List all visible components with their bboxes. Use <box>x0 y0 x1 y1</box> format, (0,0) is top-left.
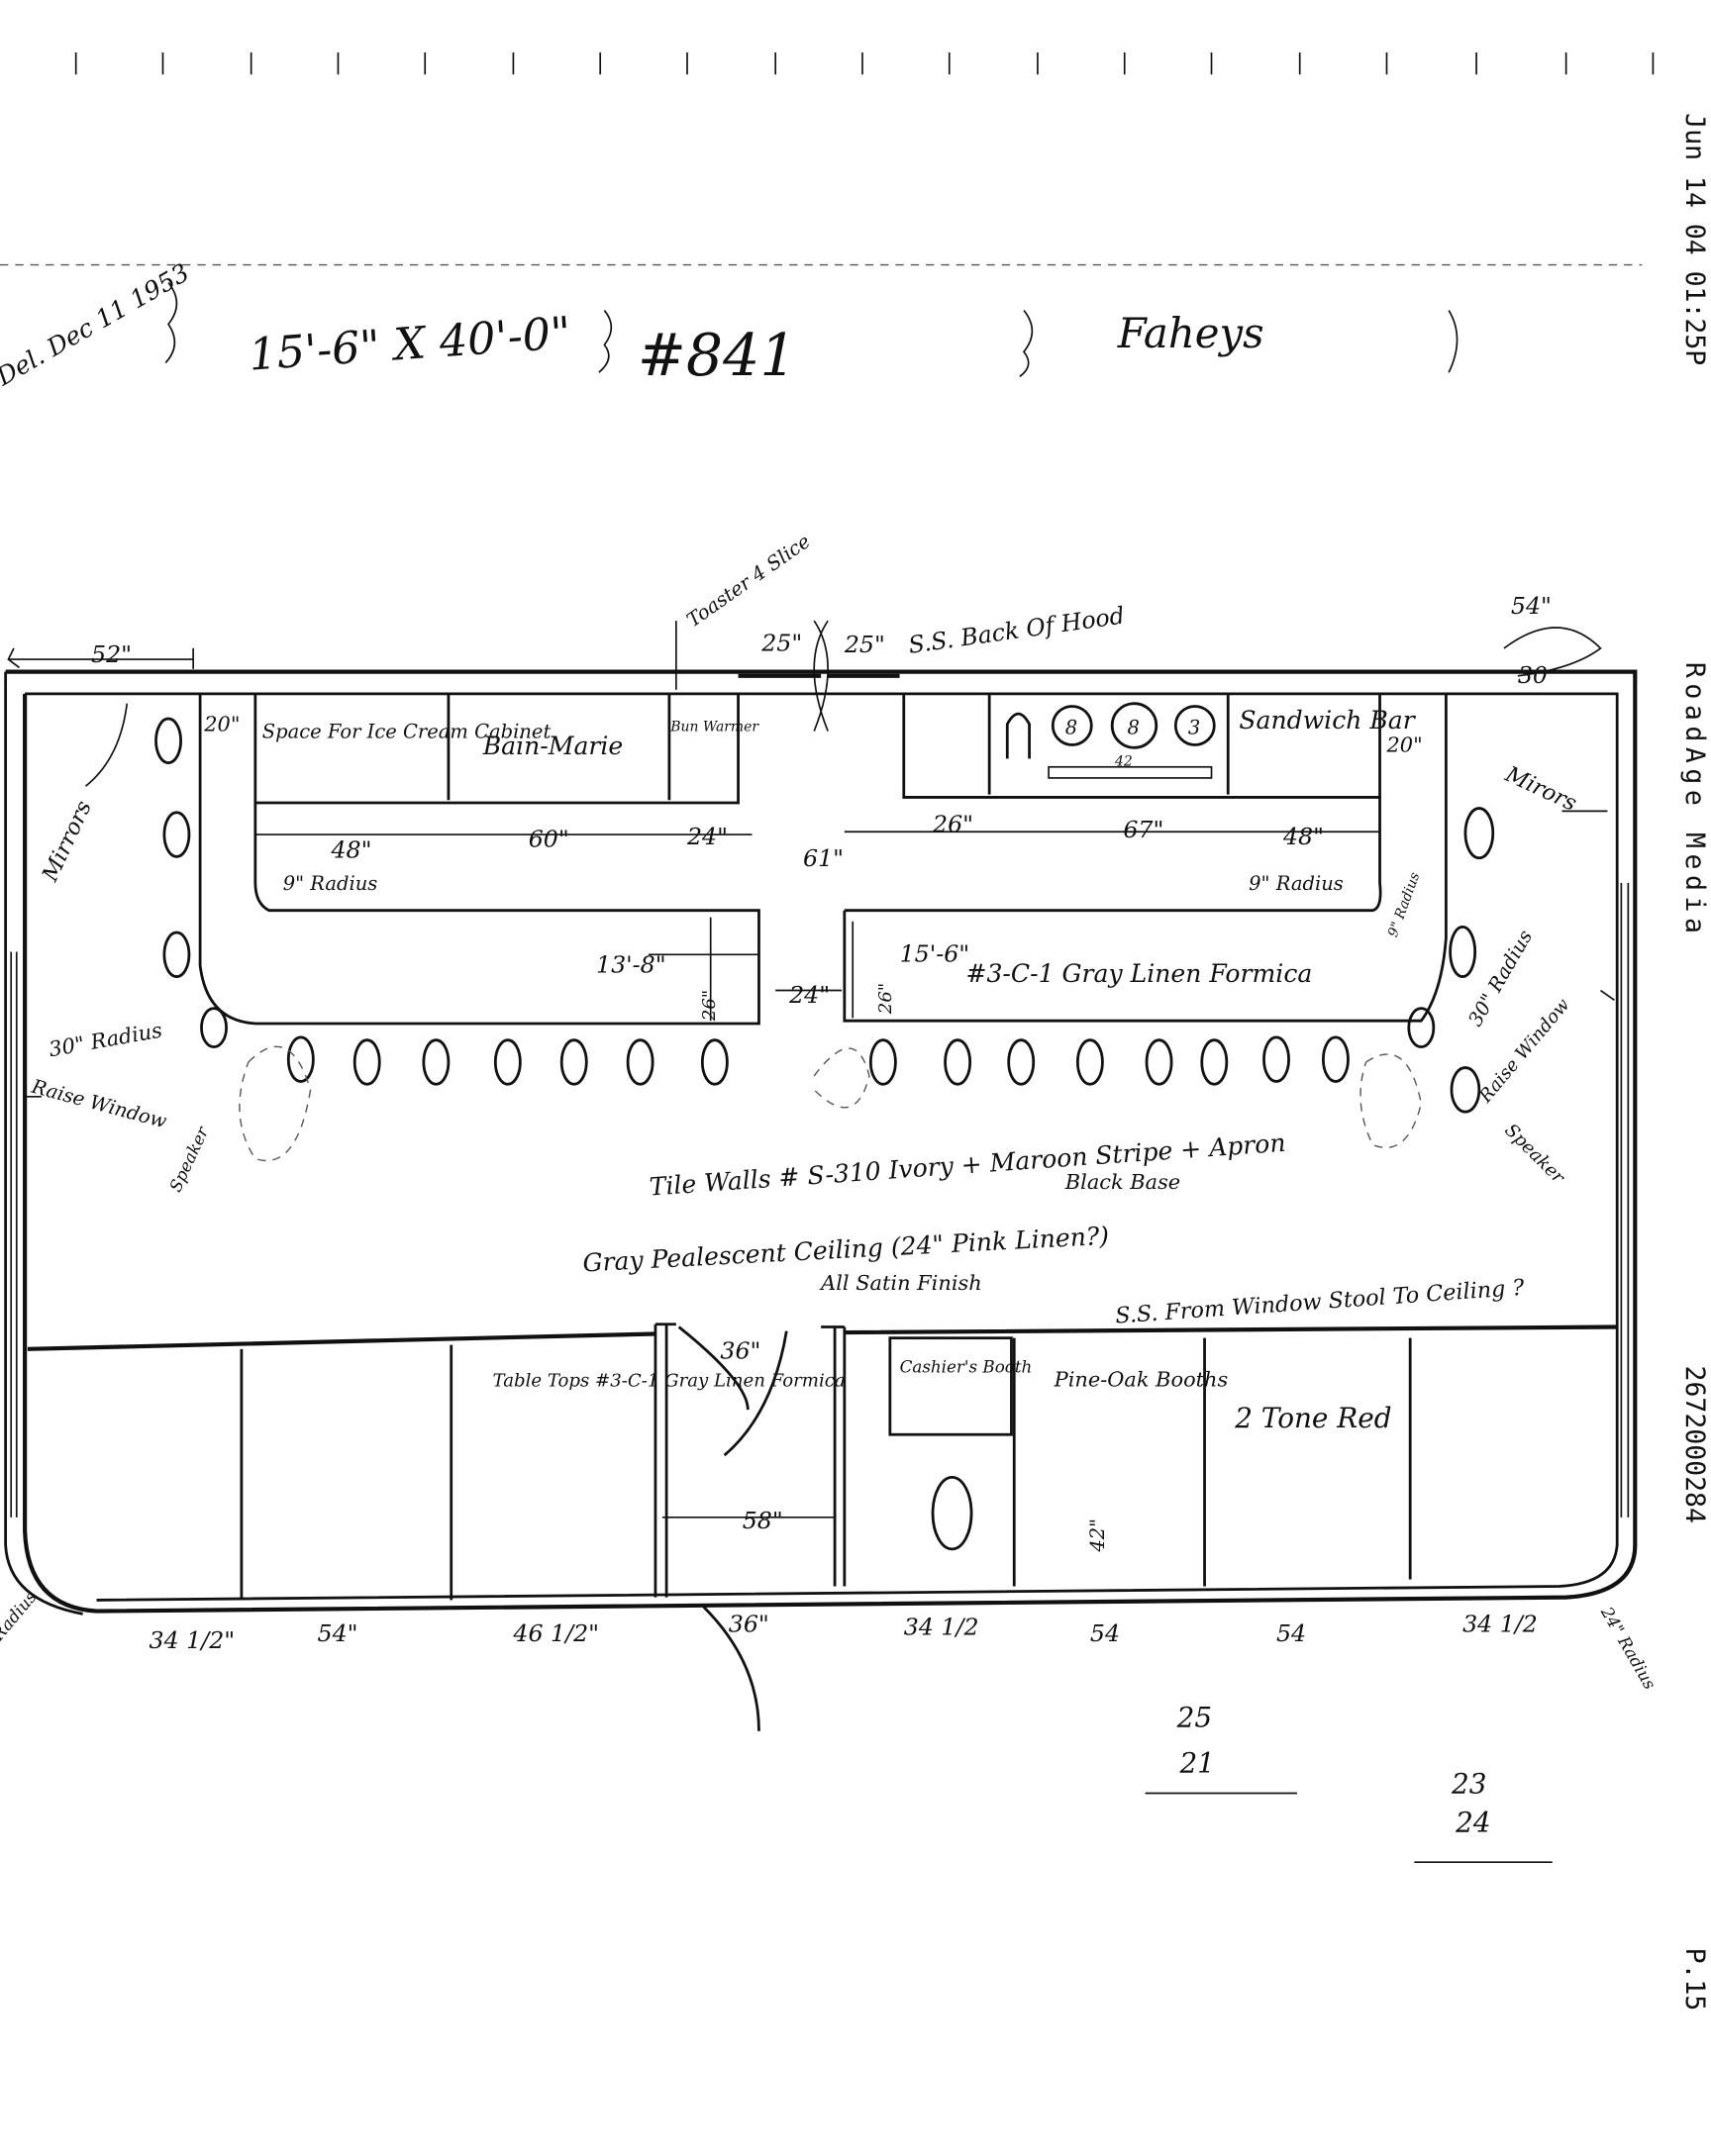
building-outline <box>4 627 1638 1616</box>
label-radius-9-left: 9" Radius <box>283 872 378 895</box>
label-table-tops: Table Tops #3-C-1 Gray Linen Formica <box>493 1370 846 1391</box>
bottom-dim: 36" <box>729 1610 769 1637</box>
label-58: 58" <box>743 1507 783 1534</box>
label-bun-warmer: Bun Warmer <box>669 720 759 735</box>
stool <box>1407 1007 1436 1049</box>
label-tile-walls: Tile Walls # S-310 Ivory + Maroon Stripe… <box>649 1128 1287 1202</box>
back-counter <box>198 693 1448 1026</box>
label-20-left: 20" <box>203 713 240 736</box>
label-door-36: 36" <box>720 1337 760 1365</box>
stool <box>162 931 191 978</box>
label-30: 30 <box>1518 661 1548 689</box>
label-cashier: Cashier's Booth <box>900 1357 1033 1377</box>
title-dimensions: 15'-6" X 40'-0" <box>247 307 572 381</box>
label-52: 52" <box>91 640 132 668</box>
label-counter-left-len: 13'-8" <box>596 950 666 978</box>
label-formica: #3-C-1 Gray Linen Formica <box>965 959 1312 988</box>
label-67: 67" <box>1123 816 1163 843</box>
stool <box>154 717 182 764</box>
label-booths: Pine-Oak Booths <box>1054 1367 1229 1391</box>
label-54: 54" <box>1511 592 1552 620</box>
label-25a: 25" <box>760 630 802 657</box>
bottom-dim: 54 <box>1276 1619 1306 1647</box>
bottom-dim: 54" <box>318 1619 358 1647</box>
label-ice-cream: Space For Ice Cream Cabinet <box>262 721 552 743</box>
label-24-top: 24" <box>686 823 728 850</box>
bottom-dimensions: 34 1/2" 54" 46 1/2" 36" 34 1/2 54 54 34 … <box>150 1610 1538 1654</box>
label-48-left: 48" <box>330 836 371 864</box>
label-radius-30-left: 30" Radius <box>47 1019 163 1062</box>
stools <box>154 717 1495 1551</box>
label-two-tone: 2 Tone Red <box>1234 1402 1391 1434</box>
top-tick-marks <box>74 51 1655 75</box>
title-date: Del. Dec 11 1953 <box>0 257 194 391</box>
label-black-base: Black Base <box>1064 1170 1180 1194</box>
label-ss-window: S.S. From Window Stool To Ceiling ? <box>1115 1275 1527 1329</box>
title-name: Faheys <box>1117 309 1264 357</box>
margin-notes: 25 21 23 24 <box>1145 1702 1553 1864</box>
label-radius-bl: Radius <box>0 1587 41 1645</box>
stool <box>1463 807 1495 860</box>
stool <box>200 1007 228 1049</box>
label-60: 60" <box>529 826 569 853</box>
label-grill-42: 42 <box>1114 753 1133 769</box>
note-23: 23 <box>1451 1768 1486 1801</box>
label-grill-8b: 8 <box>1128 716 1140 738</box>
bottom-dim: 34 1/2" <box>150 1626 236 1654</box>
label-sandwich-bar: Sandwich Bar <box>1239 706 1416 735</box>
label-speaker-left: Speaker <box>165 1123 213 1195</box>
label-radius-br: 24" Radius <box>1597 1603 1661 1693</box>
fax-header: Jun 14 04 01:25P RoadAge Media 267200028… <box>1679 113 1710 2010</box>
label-hood: S.S. Back Of Hood <box>907 602 1127 659</box>
label-mirrors-right: Mirors <box>1500 761 1580 817</box>
label-48-right: 48" <box>1282 823 1324 850</box>
label-counter-right-len: 15'-6" <box>900 939 970 967</box>
note-21: 21 <box>1178 1747 1214 1780</box>
fax-phone: 2672000284 <box>1679 1366 1710 1523</box>
label-radius-9-right2: 9" Radius <box>1385 870 1423 939</box>
label-mirrors-left: Mirrors <box>37 797 97 887</box>
label-grill-8a: 8 <box>1065 716 1077 738</box>
label-speaker-right: Speaker <box>1500 1120 1568 1188</box>
label-ceiling: Gray Pealescent Ceiling (24" Pink Linen?… <box>582 1222 1110 1278</box>
label-42: 42" <box>1086 1519 1109 1553</box>
label-61: 61" <box>803 844 844 872</box>
label-toaster: Toaster 4 Slice <box>682 530 814 632</box>
bottom-dim: 34 1/2 <box>1462 1610 1538 1637</box>
booths <box>27 1323 1618 1731</box>
label-24-mid: 24" <box>788 981 830 1009</box>
label-counter-left-w: 26" <box>699 990 720 1022</box>
label-counter-right-w: 26" <box>875 983 896 1015</box>
bottom-dim: 54 <box>1090 1619 1120 1647</box>
label-bain-marie: Bain-Marie <box>482 732 624 760</box>
fax-page: P.15 <box>1679 1948 1710 2011</box>
title-block: Del. Dec 11 1953 15'-6" X 40'-0" #841 Fa… <box>0 257 1643 392</box>
label-25b: 25" <box>844 631 885 658</box>
label-20-right: 20" <box>1385 733 1422 756</box>
label-26: 26" <box>932 810 973 837</box>
stool <box>1449 926 1477 978</box>
stool <box>162 811 191 858</box>
note-24: 24 <box>1455 1807 1490 1839</box>
label-grill-3: 3 <box>1188 716 1200 738</box>
fax-sender: RoadAge Media <box>1679 662 1710 939</box>
label-raise-window-left: Raise Window <box>29 1075 170 1133</box>
bottom-dim: 46 1/2" <box>512 1619 599 1647</box>
note-25: 25 <box>1176 1702 1212 1734</box>
bottom-dim: 34 1/2 <box>904 1613 979 1640</box>
label-satin: All Satin Finish <box>819 1271 982 1295</box>
dimension-lines <box>7 620 1615 1519</box>
fax-datetime: Jun 14 04 01:25P <box>1679 113 1710 365</box>
label-radius-9-right: 9" Radius <box>1249 872 1344 895</box>
title-number: #841 <box>638 322 797 389</box>
